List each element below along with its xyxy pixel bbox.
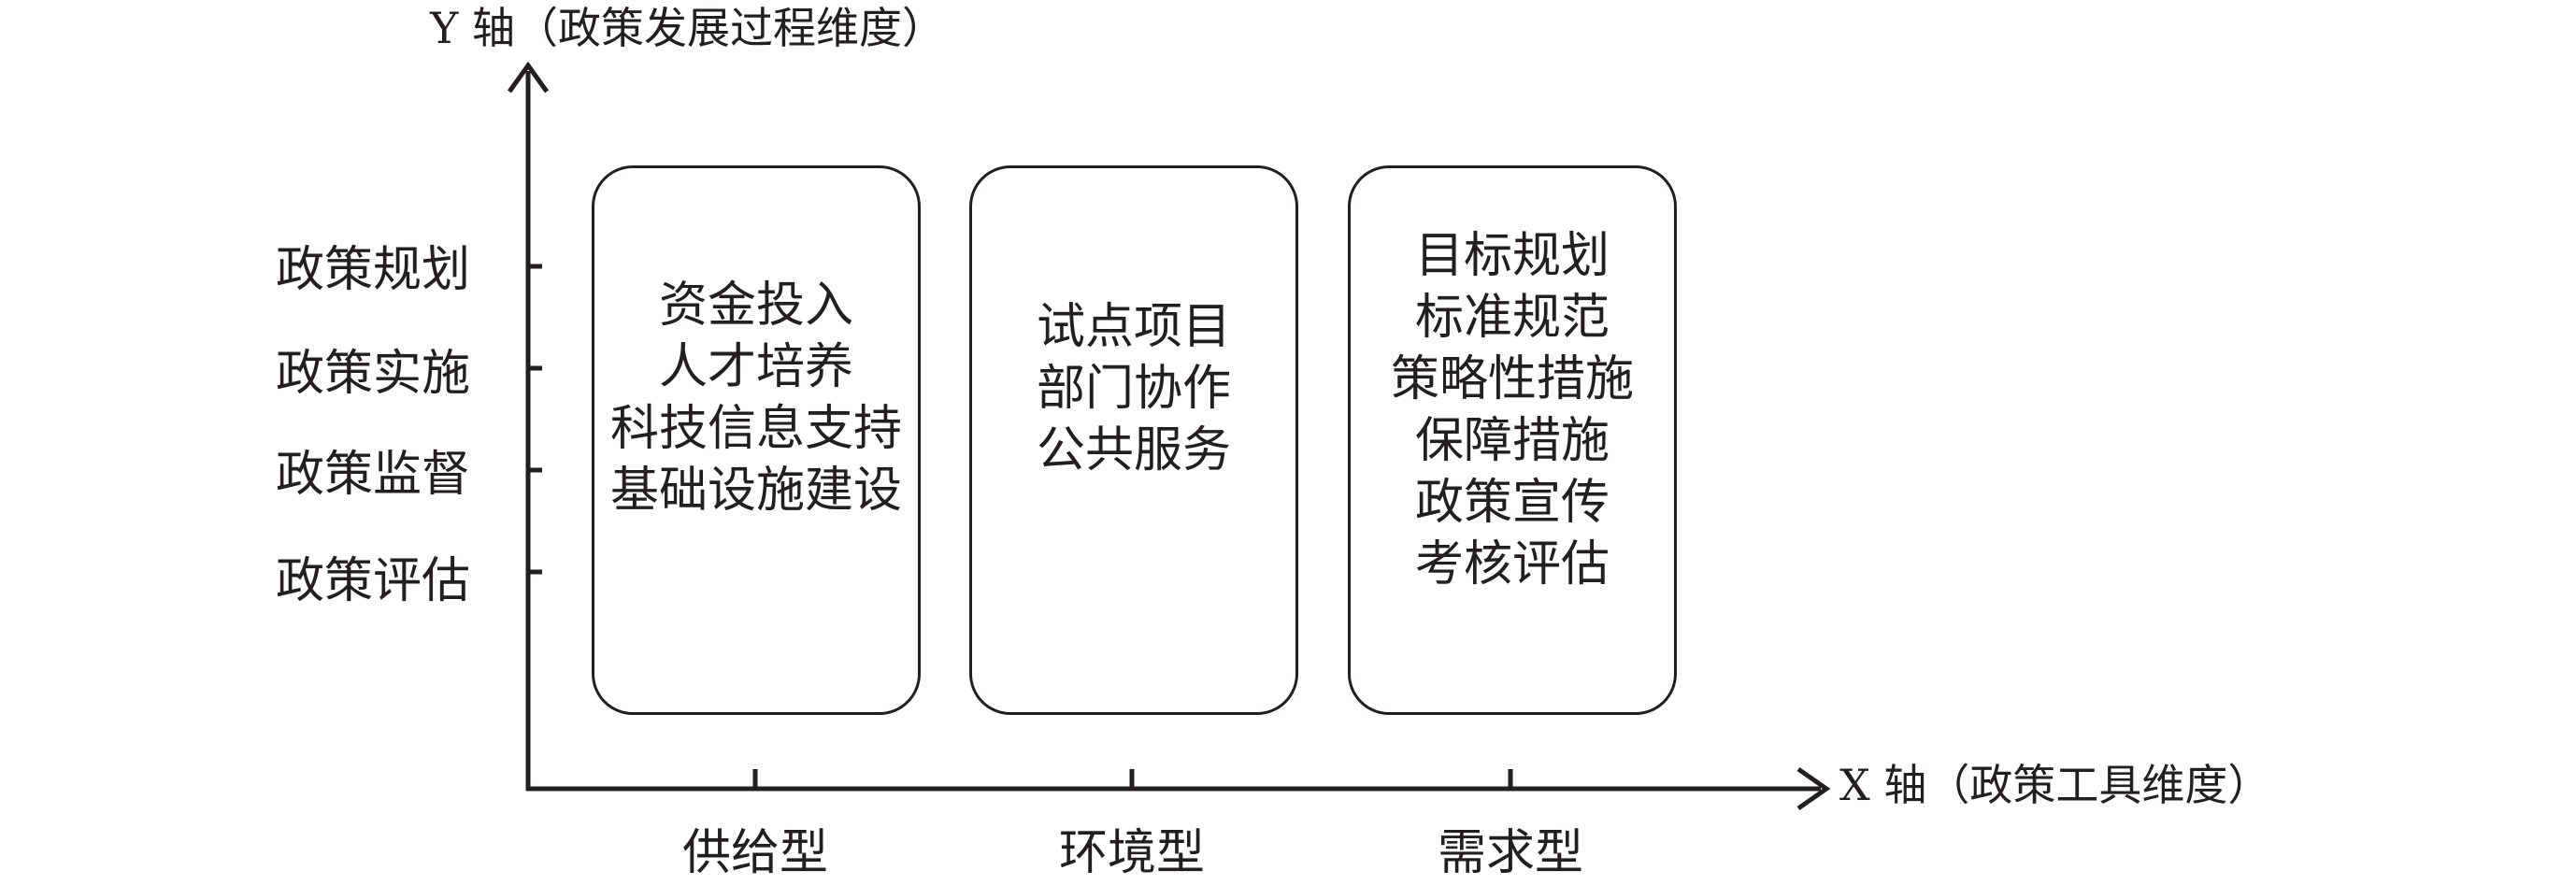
tool-item: 资金投入	[658, 278, 853, 334]
x-label-environment: 环境型	[1058, 825, 1205, 881]
x-axis-title: X 轴（政策工具维度）	[1839, 760, 2271, 810]
tool-item: 科技信息支持	[609, 401, 902, 457]
y-axis-title: Y 轴（政策发展过程维度）	[430, 3, 945, 53]
tool-item: 策略性措施	[1390, 350, 1634, 407]
y-label-evaluation: 政策评估	[275, 553, 470, 609]
y-label-supervision: 政策监督	[275, 447, 470, 503]
tool-item: 保障措施	[1414, 412, 1610, 469]
environment-tools-box: 试点项目 部门协作 公共服务	[969, 165, 1298, 715]
tool-item: 试点项目	[1036, 299, 1231, 355]
x-label-demand: 需求型	[1437, 825, 1583, 881]
x-label-supply: 供给型	[681, 825, 828, 881]
y-label-planning: 政策规划	[275, 242, 470, 298]
tool-item: 部门协作	[1036, 361, 1231, 417]
tool-item: 公共服务	[1036, 422, 1231, 478]
demand-tools-box: 目标规划 标准规范 策略性措施 保障措施 政策宣传 考核评估	[1348, 165, 1677, 715]
tool-item: 政策宣传	[1414, 474, 1610, 531]
tool-item: 目标规划	[1414, 227, 1610, 284]
y-label-implementation: 政策实施	[275, 346, 470, 402]
tool-item: 标准规范	[1414, 289, 1610, 346]
supply-tools-box: 资金投入 人才培养 科技信息支持 基础设施建设	[592, 165, 921, 715]
y-axis-arrowhead	[507, 61, 550, 93]
tool-item: 基础设施建设	[609, 463, 902, 519]
tool-item: 考核评估	[1414, 535, 1610, 592]
x-axis-arrowhead	[1796, 766, 1831, 811]
tool-item: 人才培养	[658, 339, 853, 395]
